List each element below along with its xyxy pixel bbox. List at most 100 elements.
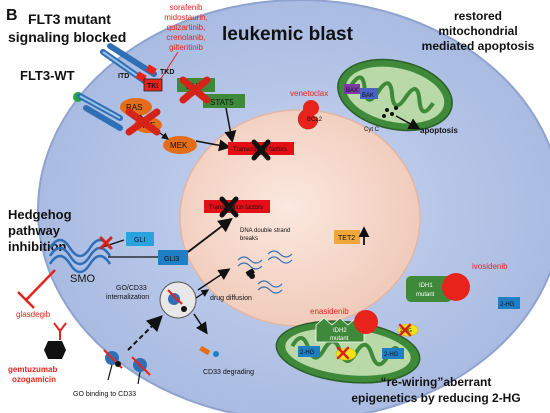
block-x-smo xyxy=(99,236,113,250)
drug-gilteritinib: gilteritinib xyxy=(169,43,203,52)
glasdegib-label: glasdegib xyxy=(16,310,51,319)
degrade-dot xyxy=(213,351,219,357)
cell-title: leukemic blast xyxy=(222,24,354,45)
ras-label: RAS xyxy=(126,103,142,112)
flt3-heading-line1: FLT3 mutant xyxy=(28,11,111,27)
drug-diffusion-arrow xyxy=(195,289,210,299)
bak-box xyxy=(360,88,378,99)
drug-crenolanib: crenolanib, xyxy=(166,33,205,42)
go-drug-line2: ozogamicin xyxy=(12,375,56,384)
drug-quizartinib: quizartinib, xyxy=(167,23,206,32)
two-hg-tag-mid xyxy=(382,348,404,359)
flt3-mutant-receptor xyxy=(100,43,157,85)
tet2-label: TET2 xyxy=(338,235,355,242)
enasidenib-drug xyxy=(354,310,378,334)
block-x-tf-nucleus xyxy=(219,196,239,218)
smo-label: SMO xyxy=(70,273,96,285)
tki-label: TKI xyxy=(147,83,158,90)
idh2-line1: IDH2 xyxy=(333,328,347,334)
idh1-line2: mutant xyxy=(416,292,435,298)
diffusion-to-nucleus-arrow xyxy=(197,268,231,291)
antibody-y xyxy=(53,322,67,340)
apoptosis-label: apoptosis xyxy=(420,126,458,135)
venetoclax-label: venetoclax xyxy=(290,89,328,98)
glasdegib-inhibitor-bar xyxy=(17,291,35,309)
idh2-box xyxy=(315,317,365,343)
idh-heading-line1: “re-wiring”aberrant xyxy=(381,375,492,389)
idh-heading-line2: epigenetics by reducing 2-HG xyxy=(351,391,520,405)
mitochondrion-top xyxy=(337,58,453,132)
bcl2-protein xyxy=(297,109,319,130)
bcl2-label: BCL2 xyxy=(307,117,323,123)
cd33-degrading-label: CD33 degrading xyxy=(203,369,254,376)
gli-box xyxy=(126,232,154,246)
go-drug-line1: gemtuzumab xyxy=(8,365,57,374)
hh-heading-line1: Hedgehog xyxy=(8,207,72,222)
endosome-cd33 xyxy=(168,293,180,305)
tkd-label: TKD xyxy=(160,69,174,76)
ivosidenib-label: ivosidenib xyxy=(472,262,508,271)
block-x-2hg-top xyxy=(398,323,412,337)
flt3-heading-line2: signaling blocked xyxy=(8,29,126,45)
tet2-box xyxy=(334,230,360,244)
mito-heading-line2: mitochondrial xyxy=(438,24,517,38)
dna-breaks-line2: breaks xyxy=(240,236,258,242)
block-x-ras xyxy=(125,108,161,136)
gli3-label: GLI3 xyxy=(164,256,179,263)
tf-box-nucleus xyxy=(204,200,270,213)
flt3-wt-receptor xyxy=(73,92,123,131)
two-hg-tag-right xyxy=(498,297,520,309)
cytc-dots xyxy=(382,106,398,118)
idh1-line1: IDH1 xyxy=(419,283,433,289)
two-hg-right: 2-HG xyxy=(500,302,515,308)
gli-label: GLI xyxy=(134,237,145,244)
cytc-label: Cyt C xyxy=(364,127,380,133)
go-binding-label: GO binding to CD33 xyxy=(73,391,136,398)
drug-diffusion-label: drug diffusion xyxy=(210,295,252,302)
cd33-binding-site xyxy=(103,349,151,385)
drug-on-dna xyxy=(245,268,255,279)
degrade-fragment xyxy=(199,345,211,356)
drug-midostaurin: midostaurin, xyxy=(164,13,208,22)
itd-label: ITD xyxy=(118,73,129,80)
go-drug-molecule xyxy=(44,341,66,359)
enasidenib-label: enasidenib xyxy=(310,307,349,316)
two-hg-mid: 2-HG xyxy=(384,352,399,358)
stat5-box xyxy=(203,94,245,108)
flt3-drug-list: sorafenib midostaurin, quizartinib, cren… xyxy=(164,3,208,52)
bax-box xyxy=(344,84,360,94)
tf-label-nucleus: Transcription factors xyxy=(209,205,263,211)
mito-heading-line1: restored xyxy=(454,9,502,23)
endosome-dot xyxy=(181,306,187,312)
flt3-wt-label: FLT3-WT xyxy=(20,68,75,83)
block-x-2hg-bottom xyxy=(336,346,350,360)
block-x-jak xyxy=(179,76,211,104)
glasdegib-inhibitor-line xyxy=(25,269,56,301)
mek-node xyxy=(163,136,197,154)
two-hg-tag-left xyxy=(298,346,320,357)
stat5-label: STAT5 xyxy=(210,98,234,107)
gli3-box xyxy=(158,250,188,265)
drug-sorafenib: sorafenib xyxy=(170,3,203,12)
endosome-go xyxy=(167,289,183,305)
mito-heading-line3: mediated apoptosis xyxy=(422,39,535,53)
gli3-arrow xyxy=(187,217,233,253)
hh-heading-line3: inhibition xyxy=(8,239,67,254)
mek-arrow xyxy=(195,139,231,152)
idh1-box xyxy=(406,276,452,302)
block-x-tf-top xyxy=(251,139,271,161)
bax-label: BAX xyxy=(346,88,358,94)
cd33-intern-line1: GO/CD33 xyxy=(116,285,147,292)
stat5-arrow xyxy=(224,107,237,143)
tki-box xyxy=(143,78,163,92)
dna-strands xyxy=(237,250,293,294)
cd33-intern-line2: internalization xyxy=(106,294,149,301)
two-hg-left: 2-HG xyxy=(300,350,315,356)
apoptosis-arrow xyxy=(395,115,421,130)
idh2-line2: mutant xyxy=(330,336,349,342)
dna-breaks-line1: DNA double strand xyxy=(240,228,290,234)
hh-heading-line2: pathway xyxy=(8,223,61,238)
panel-letter: B xyxy=(6,7,18,24)
